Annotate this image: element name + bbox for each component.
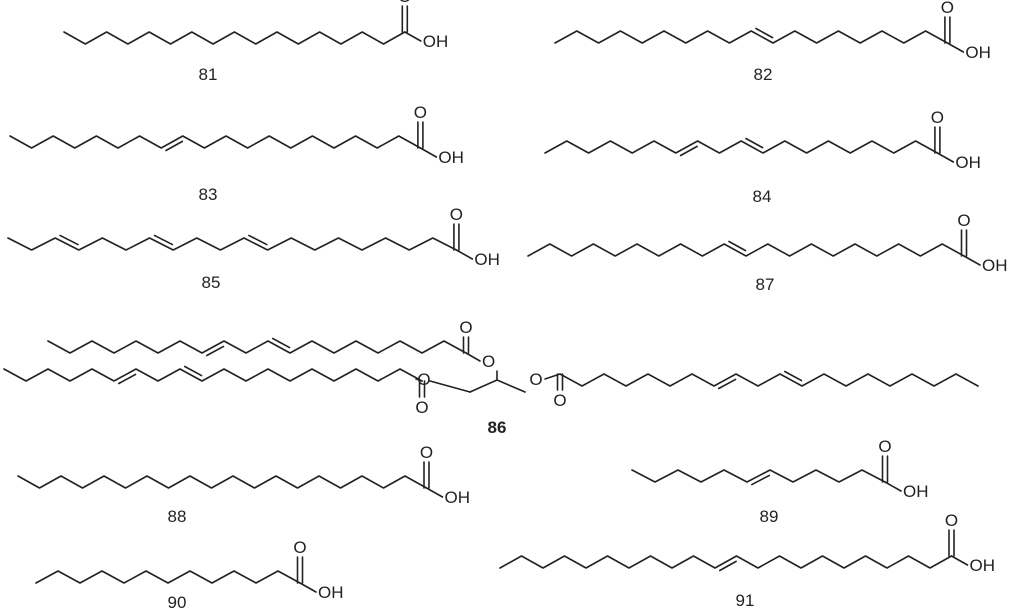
acid-84-hydroxyl: OH — [955, 153, 981, 172]
compound-label-91: 91 — [736, 591, 755, 610]
acid-84-hydroxyl-bond — [936, 152, 955, 163]
compound-label-85: 85 — [202, 273, 221, 292]
acid-81-hydroxyl-bond — [403, 31, 422, 42]
chain-82 — [554, 30, 949, 44]
ester-86-left-oxygen: O — [417, 370, 430, 389]
acid-89-carbonyl-oxygen: O — [878, 437, 891, 456]
compound-label-89: 89 — [760, 507, 779, 526]
chain-91 — [499, 555, 953, 569]
chain-83-double-bond — [165, 140, 184, 152]
acid-91-hydroxyl: OH — [970, 556, 996, 575]
acid-85-hydroxyl: OH — [474, 250, 500, 269]
ester-86-left-o-bond — [415, 378, 423, 382]
ester-86-right-oxygen: O — [529, 370, 542, 389]
compound-label-88: 88 — [168, 507, 187, 526]
compound-label-82: 82 — [754, 65, 773, 84]
acid-85-carbonyl-oxygen: O — [450, 205, 463, 224]
ester-86-top-carbonyl-oxygen: O — [459, 318, 472, 337]
compound-label-87: 87 — [756, 275, 775, 294]
chain-83 — [9, 135, 422, 149]
acid-81-carbonyl-oxygen: O — [398, 0, 411, 6]
chain-85-double-bond — [153, 234, 174, 246]
ester-86-right-carbonyl-oxygen: O — [553, 391, 566, 410]
chain-86-right-double-bond — [717, 378, 737, 390]
acid-89-hydroxyl: OH — [903, 482, 929, 501]
chain-88 — [17, 475, 428, 489]
chain-86-left-double-bond — [117, 373, 137, 385]
chain-85-double-bond — [59, 234, 79, 246]
chain-86-top-double-bond — [271, 337, 291, 349]
chain-85 — [7, 237, 458, 251]
chain-86-top — [47, 340, 467, 354]
chain-86-top-double-bond — [205, 345, 225, 357]
compound-label-84: 84 — [753, 187, 772, 206]
chain-87-double-bond — [728, 240, 747, 252]
chain-84-double-bond — [679, 145, 698, 157]
chain-85-double-bond — [248, 234, 268, 246]
acid-83-hydroxyl: OH — [438, 148, 464, 167]
acid-81-hydroxyl: OH — [423, 32, 449, 51]
glycerol-bond — [496, 379, 526, 393]
acid-88-carbonyl-oxygen: O — [420, 443, 433, 462]
compound-label-86: 86 — [488, 418, 507, 437]
chain-84 — [544, 140, 939, 154]
acid-88-hydroxyl: OH — [445, 488, 471, 507]
acid-91-hydroxyl-bond — [950, 555, 969, 566]
acid-82-carbonyl-oxygen: O — [941, 0, 954, 17]
ester-86-left-carbonyl-oxygen: O — [415, 398, 428, 417]
chain-90 — [35, 570, 301, 584]
glycerol-bond — [429, 380, 471, 393]
chain-84-double-bond — [745, 137, 764, 149]
chain-91-double-bond — [718, 560, 737, 572]
ester-86-top-oxygen: O — [482, 352, 495, 371]
chain-86-left-double-bond — [183, 365, 203, 377]
acid-91-carbonyl-oxygen: O — [945, 511, 958, 530]
acid-88-hydroxyl-bond — [425, 487, 444, 498]
acid-85-hydroxyl-bond — [455, 249, 474, 260]
acid-90-carbonyl-oxygen: O — [293, 538, 306, 557]
chain-89-double-bond — [751, 474, 771, 486]
acid-83-hydroxyl-bond — [419, 147, 438, 158]
chain-81 — [63, 31, 406, 45]
acid-82-hydroxyl-bond — [946, 42, 965, 53]
chain-87 — [527, 243, 965, 257]
chain-86-right — [559, 373, 979, 387]
chain-86-left — [3, 368, 423, 382]
acid-87-hydroxyl: OH — [982, 256, 1008, 275]
acid-90-hydroxyl-bond — [299, 582, 317, 593]
acid-90-hydroxyl: OH — [318, 583, 344, 602]
chain-82-double-bond — [755, 27, 774, 39]
glycerol-bond — [469, 379, 498, 393]
acid-84-carbonyl-oxygen: O — [931, 108, 944, 127]
acid-83-carbonyl-oxygen: O — [414, 103, 427, 122]
compound-label-90: 90 — [168, 593, 187, 611]
compound-label-81: 81 — [199, 65, 218, 84]
acid-87-hydroxyl-bond — [963, 255, 981, 266]
acid-89-hydroxyl-bond — [884, 481, 902, 492]
acid-87-carbonyl-oxygen: O — [957, 211, 970, 230]
chain-89 — [631, 469, 886, 483]
acid-82-hydroxyl: OH — [965, 43, 991, 62]
compound-label-83: 83 — [199, 185, 218, 204]
chain-86-right-double-bond — [783, 370, 803, 382]
ester-86-top-o-bond — [465, 352, 481, 362]
